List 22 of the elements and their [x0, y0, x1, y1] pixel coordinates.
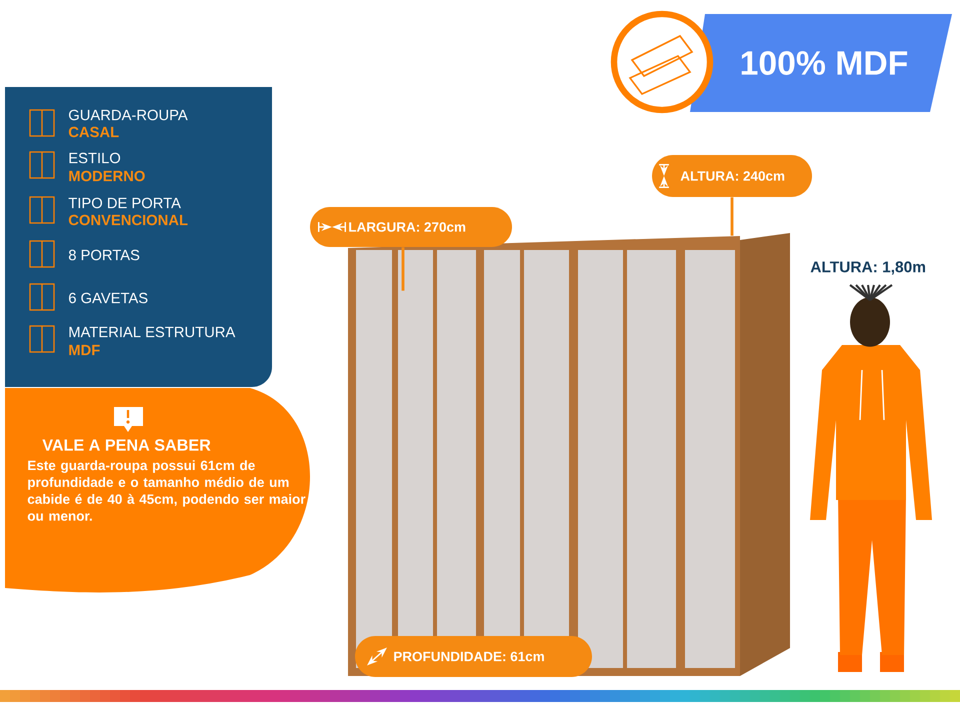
- spec-label: CONVENCIONAL: [68, 214, 188, 226]
- spec-label: 6 GAVETAS: [69, 292, 148, 304]
- spec-label: ESTILO: [70, 152, 120, 164]
- spec-label: 8 PORTAS: [68, 250, 140, 260]
- height-label: ALTURA: 1,80m: [810, 261, 926, 275]
- material-banner: 100% MDF: [690, 14, 952, 112]
- spec-label: GUARDA-ROUPA: [69, 110, 188, 120]
- dimension-callout: ALTURA: 240cm: [652, 155, 812, 197]
- spec-label: TIPO DE PORTA: [68, 198, 181, 208]
- dimension-callout: LARGURA: 270cm: [310, 207, 512, 247]
- spec-label: MATERIAL ESTRUTURA: [70, 326, 236, 338]
- wardrobe-drawing: [348, 233, 790, 676]
- leader-line: [402, 247, 404, 291]
- tip-heading: VALE A PENA SABER: [42, 439, 210, 451]
- tip-panel: [5, 388, 310, 592]
- tip-text: Este guarda-roupa possui 61cm de profundidade e o tamanho médio de um cabide é de 40 à 45cm, podendo ser maior ou menor.: [28, 460, 306, 521]
- spec-panel: [5, 87, 272, 387]
- dimension-callout: PROFUNDIDADE: 61cm: [355, 636, 592, 677]
- spec-label: MODERNO: [69, 170, 145, 182]
- spec-label: MDF: [69, 344, 100, 356]
- leader-line: [730, 197, 734, 236]
- spec-label: CASAL: [68, 126, 119, 138]
